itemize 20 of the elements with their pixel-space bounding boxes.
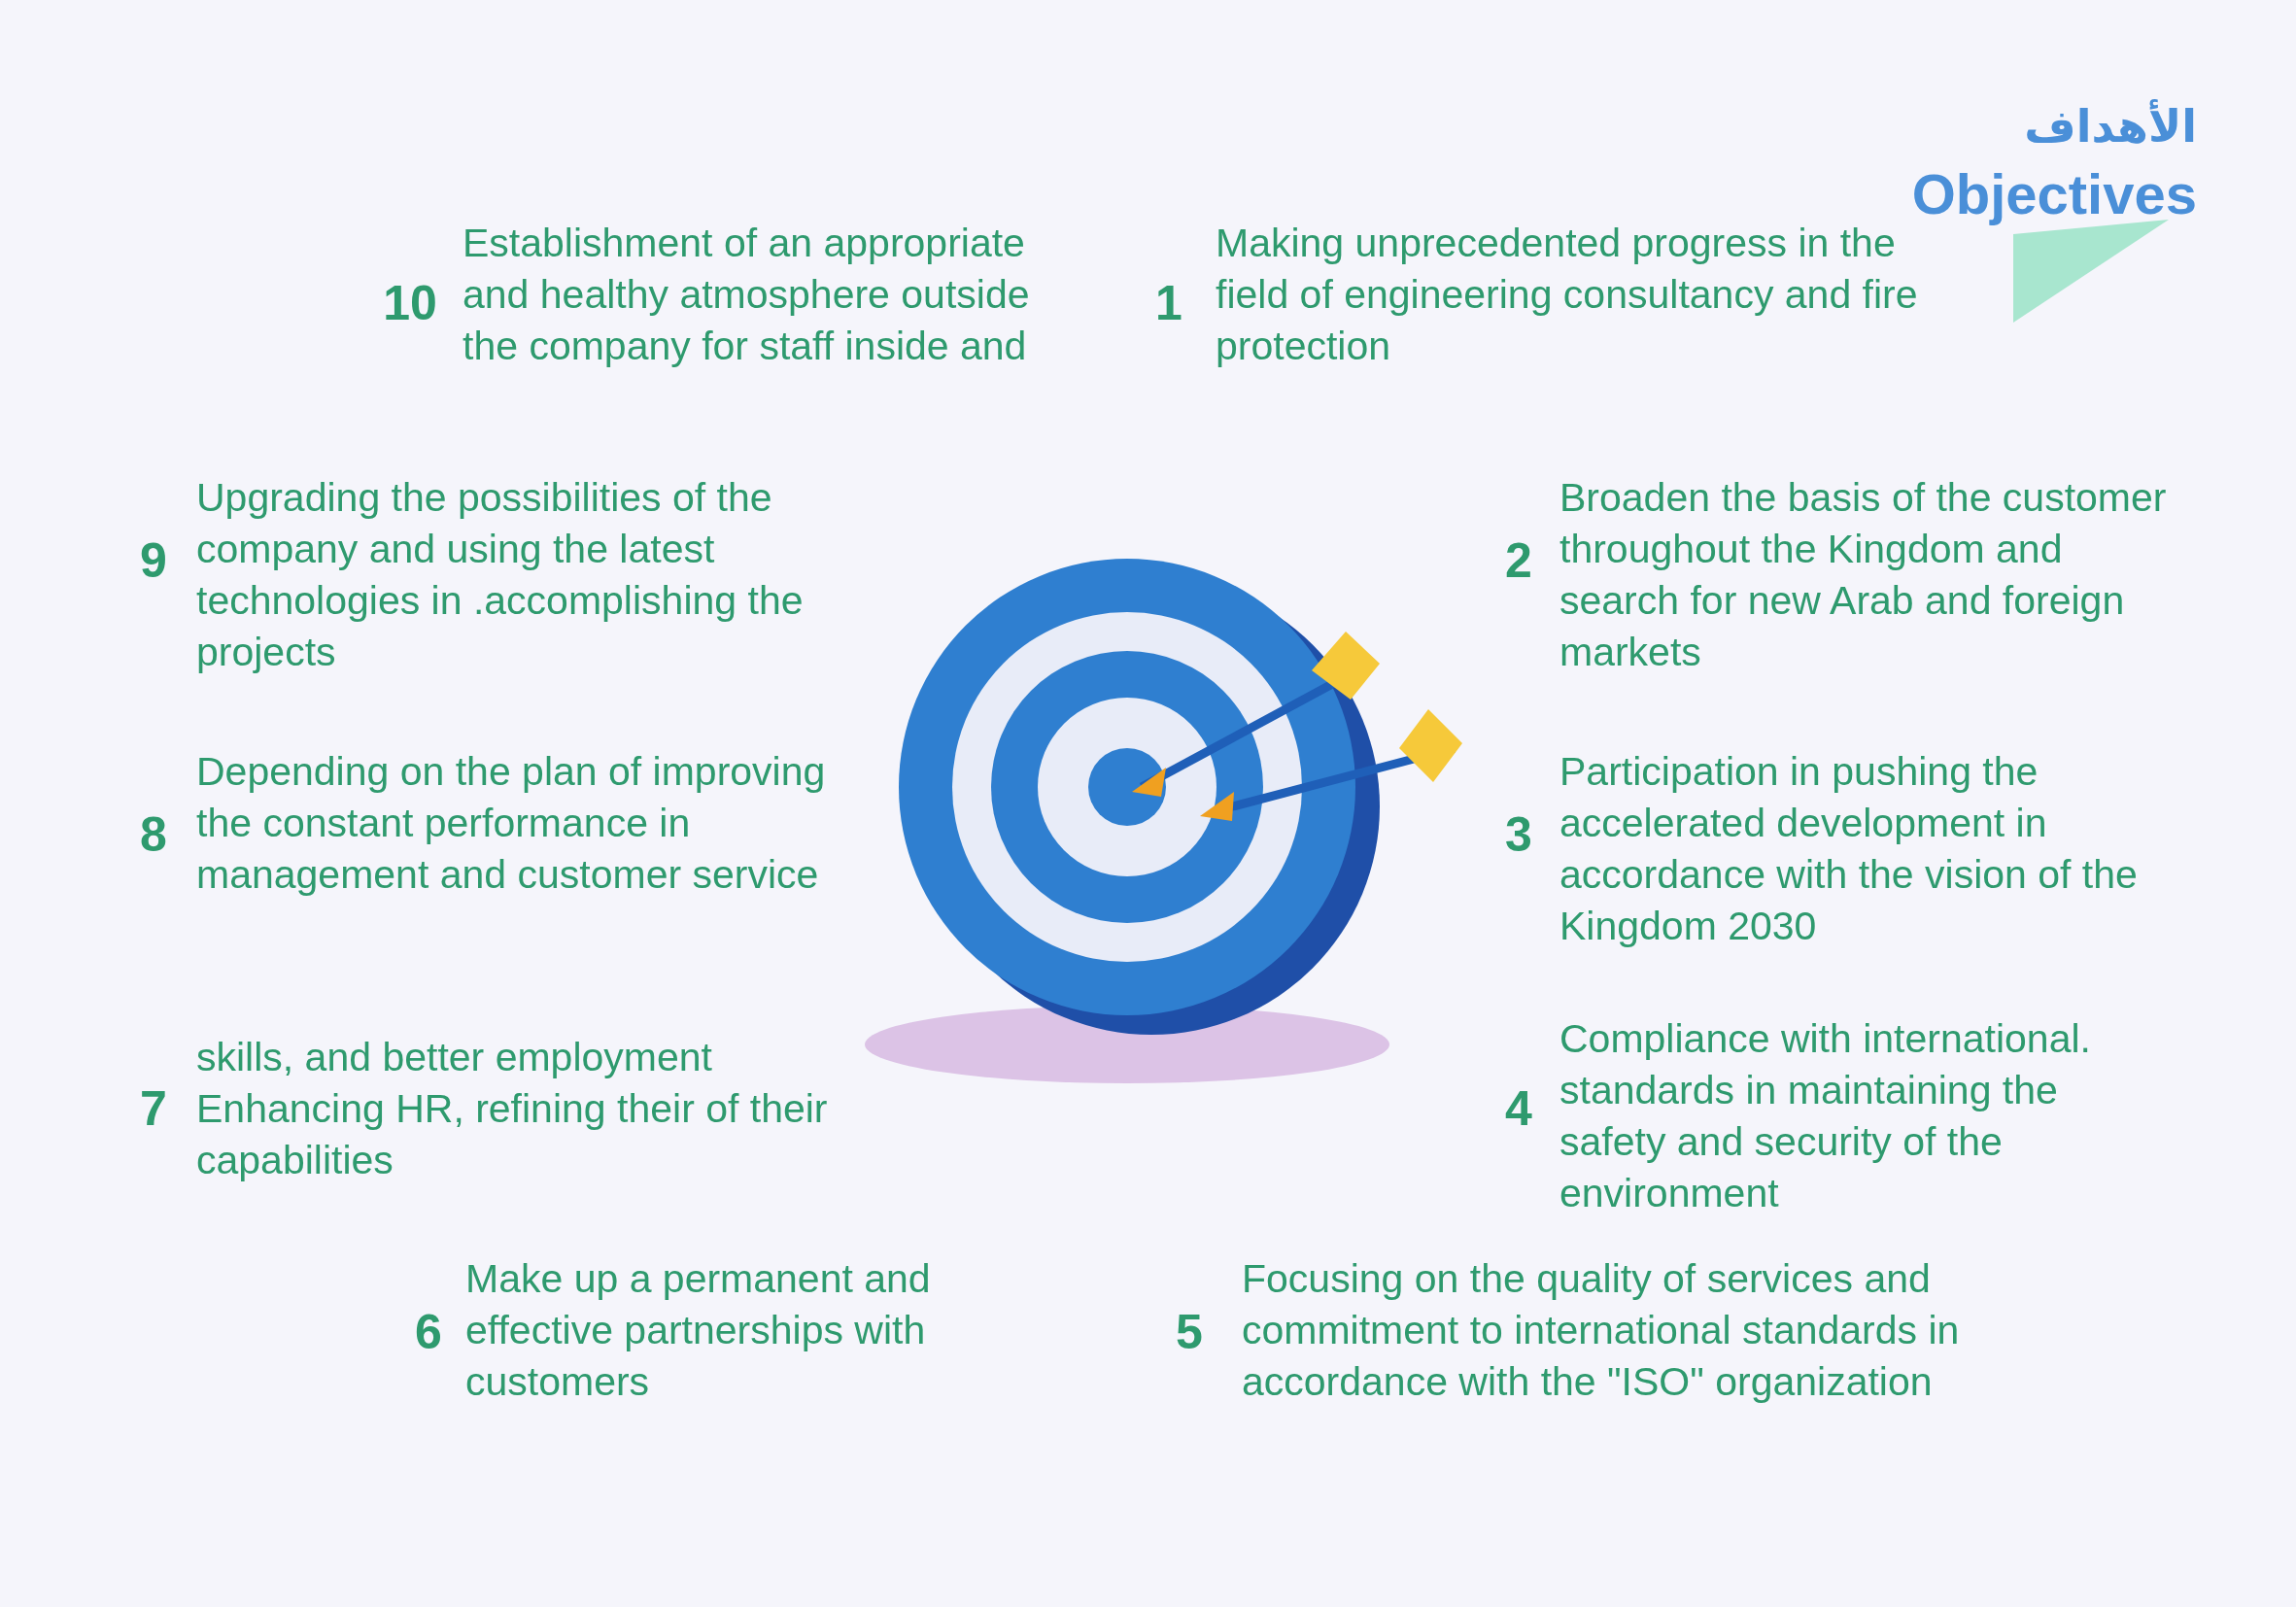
- objective-text: Establishment of an appropriate and healthy atmosphere outside the company for staff inside and: [463, 220, 1031, 370]
- objective-text: Upgrading the possibilities of the company and using the latest technologies in .accomplishing the projects: [196, 474, 805, 676]
- objective-text: skills, and better employment Enhancing HR, refining their of their capabilities: [196, 1034, 829, 1184]
- item-number: 4: [1505, 1084, 1532, 1133]
- item-number: 8: [140, 810, 167, 859]
- item-number: 10: [383, 279, 437, 327]
- objective-text: Broaden the basis of the customer throughout the Kingdom and search for new Arab and foreign markets: [1559, 474, 2168, 676]
- item-number: 2: [1505, 536, 1532, 585]
- objective-text: Participation in pushing the accelerated development in accordance with the vision of the Kingdom 2030: [1559, 748, 2139, 950]
- item-number: 6: [415, 1308, 442, 1356]
- item-number: 3: [1505, 810, 1532, 859]
- objective-text: Depending on the plan of improving the constant performance in management and customer service: [196, 748, 827, 899]
- item-number: 1: [1155, 279, 1182, 327]
- objective-text: Focusing on the quality of services and commitment to international standards in accordance with the "ISO" organization: [1242, 1255, 1961, 1406]
- objective-text: Compliance with international. standards in maintaining the safety and security of the environment: [1559, 1015, 2092, 1217]
- item-number: 7: [140, 1084, 167, 1133]
- item-number: 5: [1176, 1308, 1203, 1356]
- item-number: 9: [140, 536, 167, 585]
- objective-text: Make up a permanent and effective partnerships with customers: [465, 1255, 932, 1406]
- arabic-title: الأهداف: [2024, 98, 2197, 154]
